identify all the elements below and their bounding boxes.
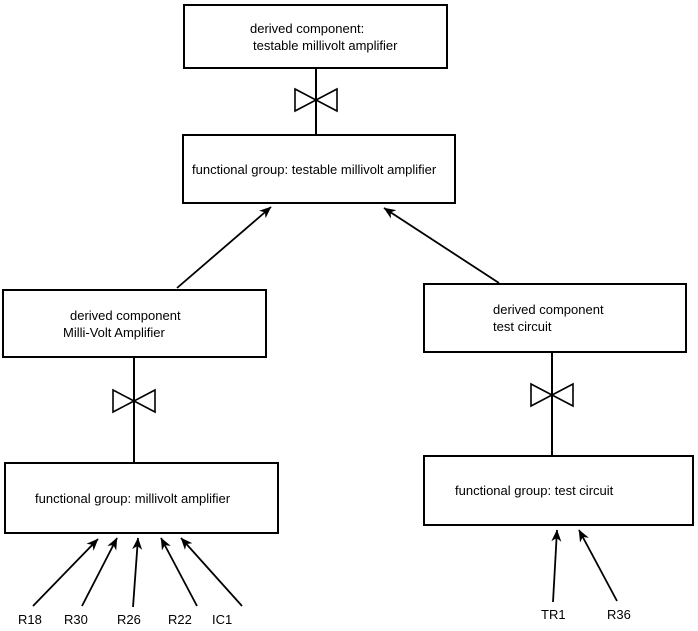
decomposition-bowtie-icon — [112, 388, 156, 414]
box-text-line: test circuit — [493, 319, 552, 334]
arrow-ic1 — [180, 537, 243, 607]
box-text-line: derived component: — [250, 20, 365, 36]
arrow-r18 — [32, 538, 99, 607]
arrow-r22 — [160, 537, 198, 607]
arrow-r26 — [132, 537, 143, 608]
box-text-line: testable millivolt amplifier — [253, 37, 398, 53]
box-derived-component-milli-volt-amplifier: derived component Milli-Volt Amplifier — [2, 289, 267, 358]
component-label-ic1: IC1 — [212, 612, 233, 627]
box-text-line: Milli-Volt Amplifier — [63, 324, 165, 340]
box-functional-group-test-circuit: functional group: test circuit — [423, 455, 694, 526]
box-text-line: functional group: testable millivolt amp… — [192, 161, 437, 177]
box-text-line: functional group: millivolt amplifier — [35, 490, 231, 506]
component-label-r26: R26 — [117, 612, 141, 627]
arrow-tr1 — [551, 529, 562, 603]
component-label-tr1: TR1 — [541, 607, 566, 622]
box-text-line: derived component — [493, 302, 604, 317]
decomposition-bowtie-icon — [530, 382, 574, 408]
component-label-r30: R30 — [64, 612, 88, 627]
box-text-line: functional group: test circuit — [455, 483, 614, 498]
component-label-r18: R18 — [18, 612, 42, 627]
decomposition-bowtie-icon — [294, 87, 338, 113]
box-text-line: derived component — [70, 307, 181, 323]
arrow-derived-test-to-func-testable — [383, 207, 500, 284]
component-label-r36: R36 — [607, 607, 631, 622]
box-derived-component-testable-mv-amplifier: derived component: testable millivolt am… — [183, 4, 448, 69]
box-functional-group-millivolt-amplifier: functional group: millivolt amplifier — [4, 462, 279, 534]
box-derived-component-test-circuit: derived component test circuit — [423, 283, 687, 353]
arrow-r30 — [81, 537, 118, 607]
arrow-derived-mv-to-func-testable — [176, 206, 272, 289]
box-functional-group-testable-mv-amplifier: functional group: testable millivolt amp… — [182, 134, 456, 204]
component-label-r22: R22 — [168, 612, 192, 627]
arrow-r36 — [578, 529, 618, 602]
